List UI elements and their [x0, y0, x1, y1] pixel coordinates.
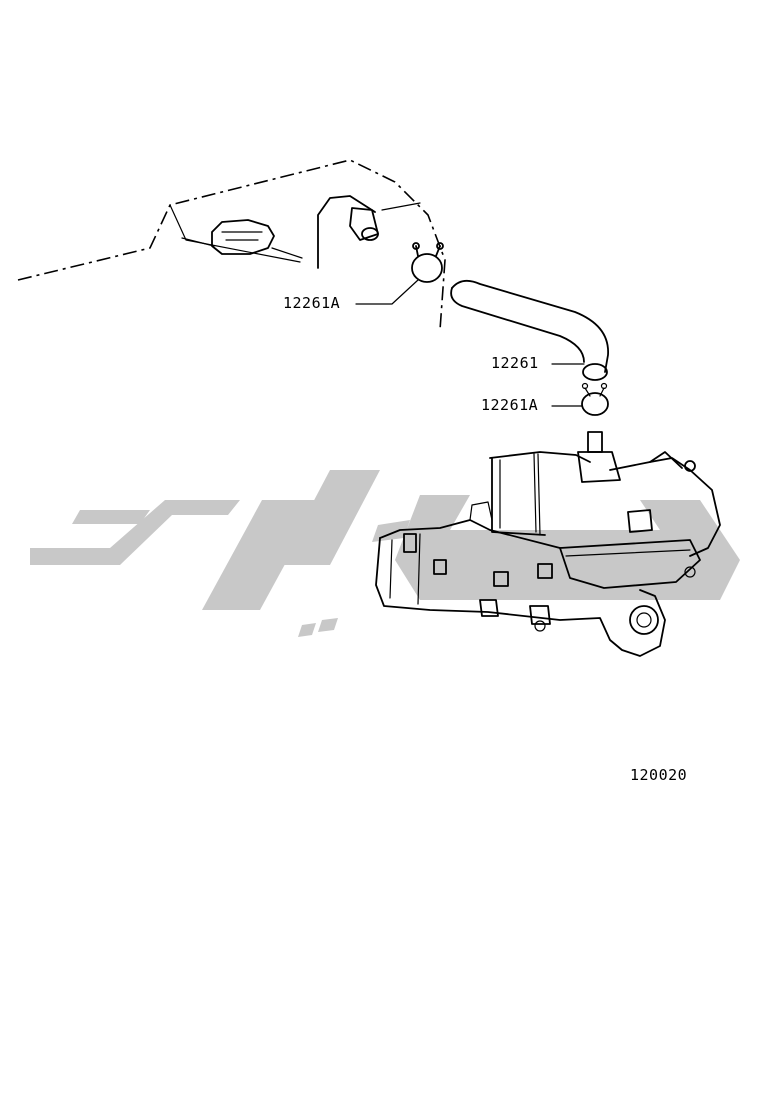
- leader-clip-upper: [355, 279, 419, 305]
- callout-label-hose: 12261: [491, 354, 539, 372]
- upper-hose-clip: [411, 242, 444, 283]
- figure-number: 120020: [630, 766, 688, 784]
- intake-manifold: [375, 431, 721, 657]
- lower-hose-clip: [581, 382, 609, 416]
- ventilation-hose: [450, 279, 609, 381]
- leader-lines: [355, 279, 585, 407]
- callout-label-clip-lower: 12261A: [481, 396, 539, 414]
- cylinder-head-cover: [17, 159, 446, 331]
- callout-label-clip-upper: 12261A: [283, 294, 341, 312]
